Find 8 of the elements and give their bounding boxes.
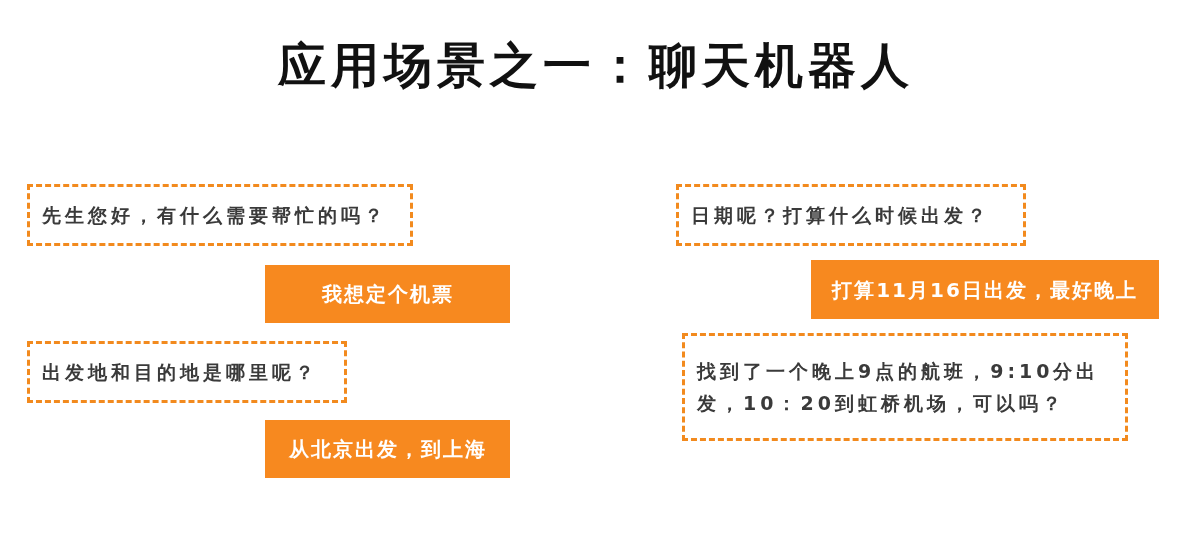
answer-bubble: 打算11月16日出发，最好晚上 [811, 260, 1159, 319]
title: 应用场景之一：聊天机器人 [277, 36, 915, 95]
question-bubble: 先生您好，有什么需要帮忙的吗？ [27, 184, 413, 246]
answer-bubble: 从北京出发，到上海 [265, 420, 510, 478]
answer-bubble: 我想定个机票 [265, 265, 510, 323]
question-bubble: 日期呢？打算什么时候出发？ [676, 184, 1026, 246]
question-bubble: 找到了一个晚上9点的航班，9:10分出发，10：20到虹桥机场，可以吗？ [682, 333, 1128, 441]
question-bubble: 出发地和目的地是哪里呢？ [27, 341, 347, 403]
